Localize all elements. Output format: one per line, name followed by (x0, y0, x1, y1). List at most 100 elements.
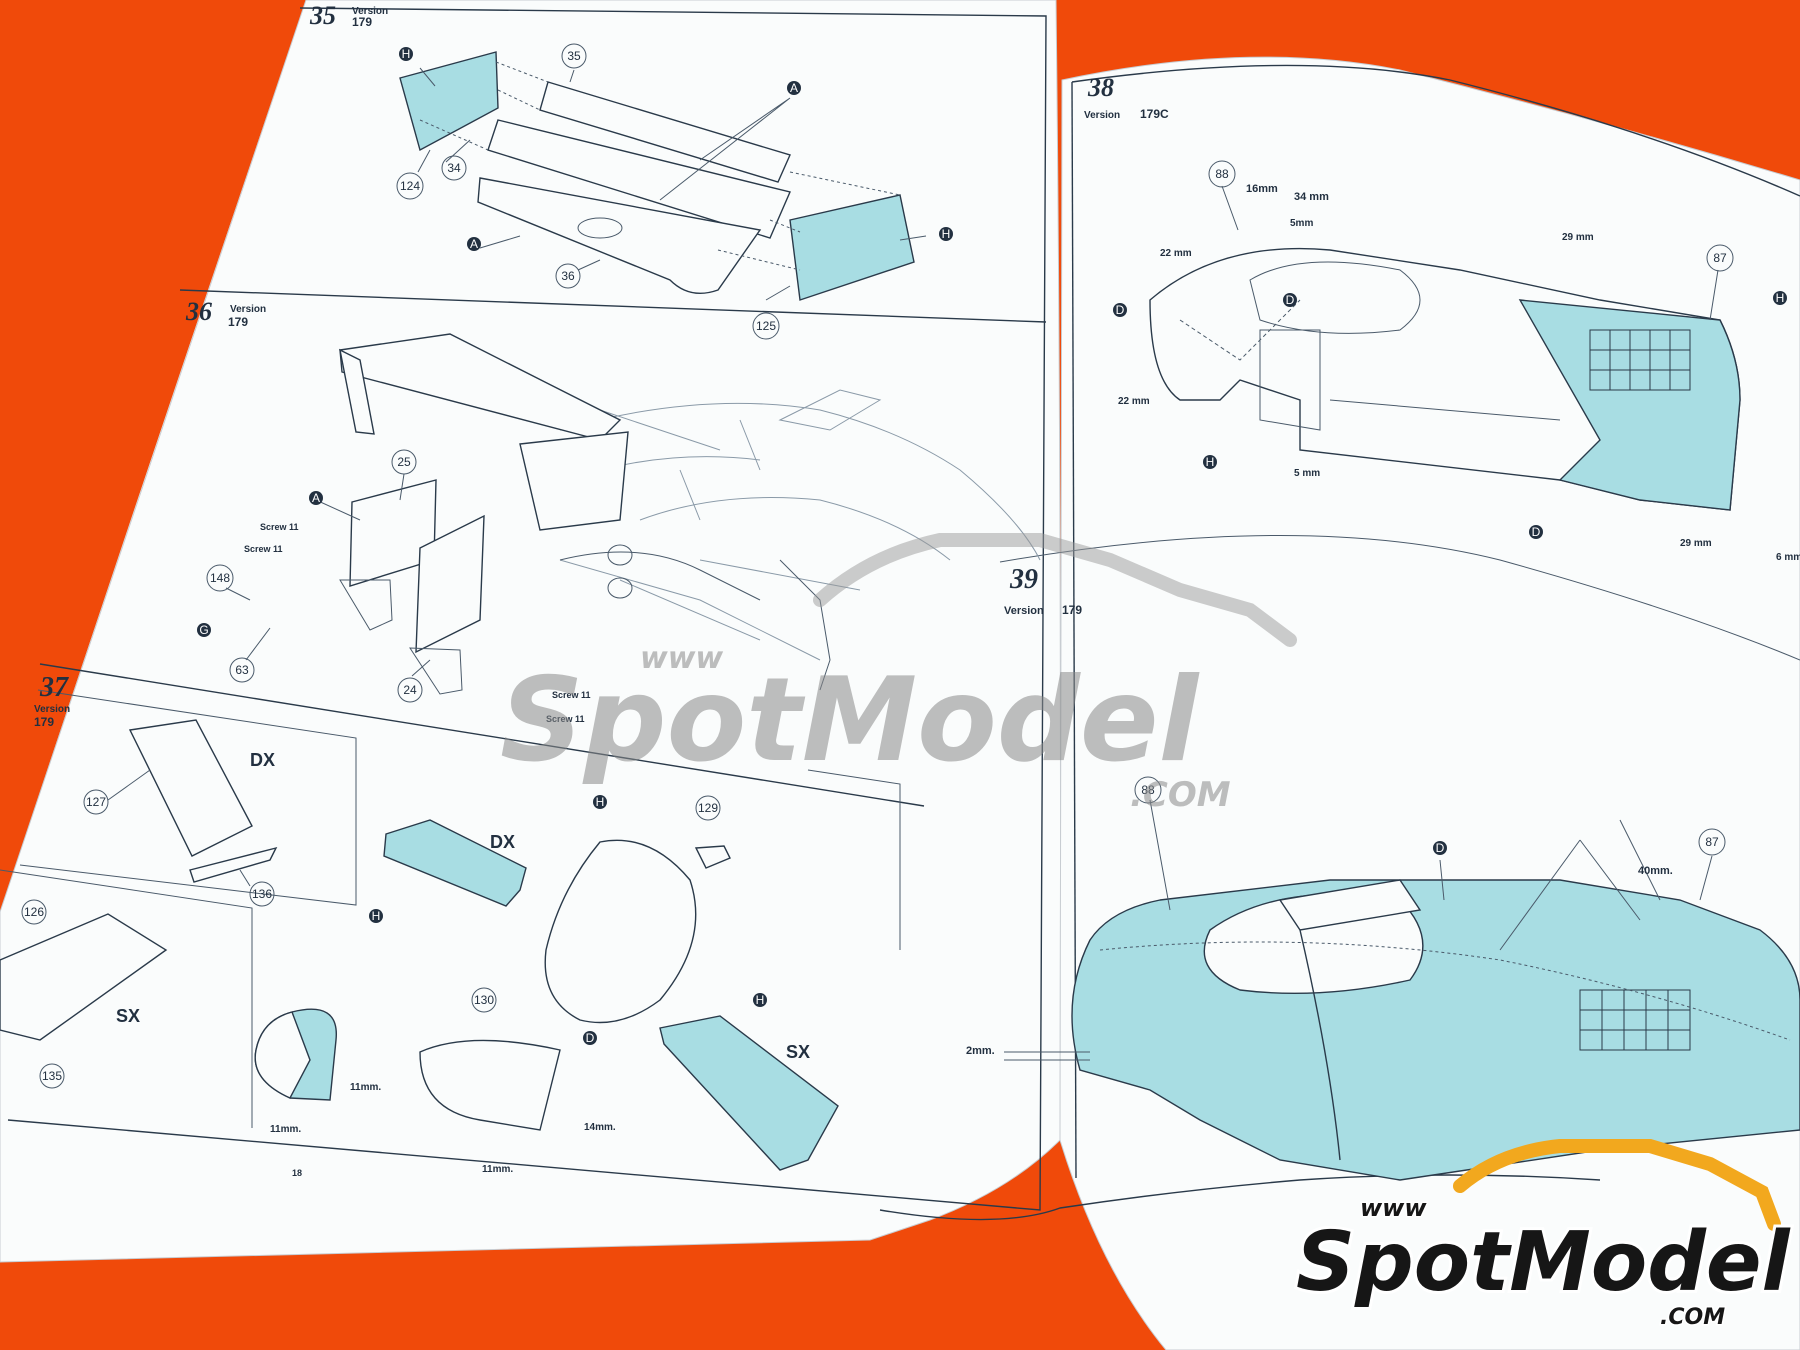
letter-D-38b: D (1532, 525, 1541, 539)
part-136 (189, 846, 278, 883)
callout-34: 34 (447, 161, 461, 175)
body-179c-tail (1518, 299, 1741, 511)
logo-brand: SpotModel (1296, 1215, 1792, 1310)
letter-H-37b: H (596, 795, 605, 809)
dim-38-6mm: 6 mm (1776, 552, 1800, 563)
dim-38-34mm: 34 mm (1294, 191, 1329, 203)
step-38-number: 38 (1087, 73, 1114, 102)
part-130 (544, 839, 697, 1024)
callout-87-39: 87 (1705, 835, 1719, 849)
watermark-prefix: www (640, 641, 723, 676)
step-36-version: 179 (228, 315, 248, 329)
dim-38-22mm-a: 22 mm (1160, 248, 1192, 259)
step-36-number: 36 (185, 297, 212, 326)
part-127 (128, 719, 253, 857)
dim-14mm: 14mm. (584, 1122, 616, 1133)
spotmodel-logo: www SpotModel .COM (1293, 1139, 1795, 1332)
dim-39-40mm: 40mm. (1638, 865, 1673, 877)
letter-H-38b: H (1776, 291, 1785, 305)
step-37: 37 Version 179 DX 127 136 SX 126 135 11m… (0, 672, 839, 1178)
dim-38-29mm-a: 29 mm (1562, 232, 1594, 243)
step-35-version-label: Version (352, 6, 388, 17)
winglet-dx (383, 819, 527, 907)
sx-label-1: SX (116, 1006, 140, 1026)
lower-plane-36 (477, 177, 762, 294)
upper-flap-35 (539, 81, 791, 183)
callout-136: 136 (252, 887, 272, 901)
callout-25: 25 (397, 455, 411, 469)
endplate-left (399, 51, 499, 152)
letter-A-35b: A (470, 237, 478, 251)
letter-H-37a: H (372, 909, 381, 923)
step-39-number: 39 (1009, 564, 1038, 595)
step-39-version-label: Version (1004, 605, 1044, 617)
endplate-right (789, 194, 915, 301)
rear-wing-assembled (339, 333, 622, 441)
step-37-number: 37 (39, 672, 69, 703)
letter-H-37c: H (756, 993, 765, 1007)
part-126 (0, 913, 168, 1041)
watermark: www SpotModel .COM (500, 533, 1297, 815)
watermark-brand: SpotModel (500, 653, 1201, 788)
callout-88-38: 88 (1215, 167, 1229, 181)
step-36-version-label: Version (230, 304, 266, 315)
letter-H-38a: H (1206, 455, 1215, 469)
winglet-template (419, 1039, 561, 1131)
callout-126: 126 (24, 905, 44, 919)
dim-38-29mm-b: 29 mm (1680, 538, 1712, 549)
callout-24: 24 (403, 683, 417, 697)
letter-A-36: A (312, 491, 320, 505)
sx-label-2: SX (786, 1042, 810, 1062)
callout-127: 127 (86, 795, 106, 809)
letter-D-38c: D (1286, 293, 1295, 307)
dim-11mm-c: 11mm. (482, 1164, 513, 1175)
dim-38-22mm-b: 22 mm (1118, 396, 1150, 407)
callout-88-39: 88 (1141, 783, 1155, 797)
callout-148: 148 (210, 571, 230, 585)
dx-label-1: DX (250, 750, 275, 770)
dim-38-5mm-a: 5mm (1290, 218, 1313, 229)
upright-24 (415, 514, 485, 654)
step-38: 38 Version 179C 16mm 34 mm 5mm 29 mm 22 … (1084, 73, 1800, 563)
screw-label-2: Screw 11 (244, 544, 283, 554)
callout-125: 125 (756, 319, 776, 333)
letter-G-36: G (199, 623, 208, 637)
callout-35: 35 (567, 49, 581, 63)
dim-11mm-a: 11mm. (270, 1124, 301, 1135)
callout-130: 130 (474, 993, 494, 1007)
callout-63: 63 (235, 663, 249, 677)
dim-38-16mm: 16mm (1246, 183, 1278, 195)
winglet-sx (659, 1015, 839, 1171)
screw-label-3: Screw 11 (552, 690, 591, 700)
dim-11mm-b: 11mm. (350, 1082, 381, 1093)
logo-prefix: www (1360, 1194, 1427, 1222)
step-37-version-label: Version (34, 704, 70, 715)
letter-H-35b: H (942, 227, 951, 241)
dim-39-2mm: 2mm. (966, 1045, 995, 1057)
letter-A-35a: A (790, 81, 798, 95)
step-36: 36 Version 179 Screw 11 Screw 11 Screw 1… (185, 297, 1041, 724)
callout-36: 36 (561, 269, 575, 283)
screw-label-4: Screw 11 (546, 714, 585, 724)
main-plane (487, 119, 791, 239)
step-37-version: 179 (34, 715, 54, 729)
letter-D-37: D (586, 1031, 595, 1045)
dim-38-5mm-b: 5 mm (1294, 468, 1320, 479)
step-38-version: 179C (1140, 107, 1169, 121)
step-35: 35 Version 179 35 34 124 36 125 H A A H (309, 1, 953, 340)
step-35-version: 179 (352, 15, 372, 29)
left-page (0, 0, 1061, 1263)
callout-135: 135 (42, 1069, 62, 1083)
part-129 (694, 845, 731, 869)
step-35-number: 35 (309, 1, 336, 30)
letter-H-35a: H (402, 47, 411, 61)
callout-87-38: 87 (1713, 251, 1727, 265)
dx-label-2: DX (490, 832, 515, 852)
callout-124: 124 (400, 179, 420, 193)
logo-suffix: .COM (1660, 1305, 1725, 1330)
page-number: 18 (292, 1168, 302, 1178)
callout-129: 129 (698, 801, 718, 815)
watermark-suffix: .COM (1130, 775, 1231, 815)
step-39: 39 Version 179 40mm. 2mm. 88 87 D (966, 564, 1800, 1181)
